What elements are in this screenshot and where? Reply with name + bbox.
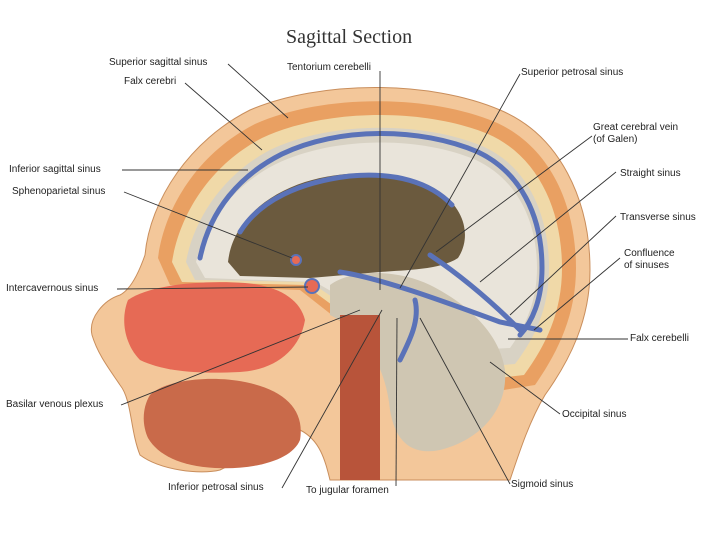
label-falx-cerebri: Falx cerebri [124, 76, 177, 87]
sigmoid-sinus-vessel [397, 297, 419, 363]
label-confluence-of-sinuses-2: of sinuses [624, 260, 670, 271]
label-great-cerebral-vein: Great cerebral vein [593, 122, 679, 133]
label-sphenoparietal-sinus: Sphenoparietal sinus [12, 186, 106, 197]
label-tentorium-cerebelli: Tentorium cerebelli [287, 62, 371, 73]
label-occipital-sinus: Occipital sinus [562, 409, 627, 420]
transverse-sinus-vessel [337, 269, 543, 333]
leader-great-cerebral-vein [435, 135, 593, 253]
leader-lines [116, 63, 628, 489]
leader-jugular-foramen [395, 317, 398, 487]
leader-confluence [533, 257, 621, 331]
leader-superior-petrosal [399, 73, 521, 289]
label-superior-sagittal-sinus: Superior sagittal sinus [109, 57, 208, 68]
label-intercavernous-sinus: Intercavernous sinus [6, 283, 99, 294]
label-straight-sinus: Straight sinus [620, 168, 681, 179]
leader-sigmoid-sinus [419, 317, 511, 485]
label-transverse-sinus: Transverse sinus [620, 212, 696, 223]
label-falx-cerebelli: Falx cerebelli [630, 333, 689, 344]
label-great-cerebral-vein-galen: (of Galen) [593, 134, 638, 145]
diagram-title: Sagittal Section [286, 26, 413, 48]
leader-occipital-sinus [489, 361, 561, 415]
oral-muscle [143, 378, 301, 469]
cervical-spine [340, 315, 380, 480]
leader-transverse-sinus [509, 215, 617, 316]
leader-basilar-venous [120, 309, 361, 406]
straight-sinus-vessel [427, 252, 523, 333]
label-inferior-petrosal-sinus: Inferior petrosal sinus [168, 482, 264, 493]
leader-intercavernous [116, 286, 309, 290]
label-sigmoid-sinus: Sigmoid sinus [511, 479, 574, 490]
intercavernous-node [304, 278, 320, 294]
label-basilar-venous-plexus: Basilar venous plexus [6, 399, 104, 410]
nasal-mucosa [124, 282, 305, 373]
leader-straight-sinus [479, 171, 617, 283]
label-confluence-of-sinuses: Confluence [624, 248, 675, 259]
inferior-sagittal-sinus-vessel [237, 172, 455, 235]
superior-sagittal-sinus-vessel [197, 131, 545, 338]
label-superior-petrosal-sinus: Superior petrosal sinus [521, 67, 624, 78]
leader-inferior-petrosal [281, 309, 383, 489]
leader-superior-sagittal [227, 63, 289, 119]
label-to-jugular-foramen: To jugular foramen [306, 485, 389, 496]
sphenoparietal-node [290, 254, 302, 266]
label-inferior-sagittal-sinus: Inferior sagittal sinus [9, 164, 101, 175]
leader-falx-cerebri [184, 82, 263, 151]
leader-sphenoparietal [123, 191, 293, 259]
ventricle-region [228, 173, 465, 278]
